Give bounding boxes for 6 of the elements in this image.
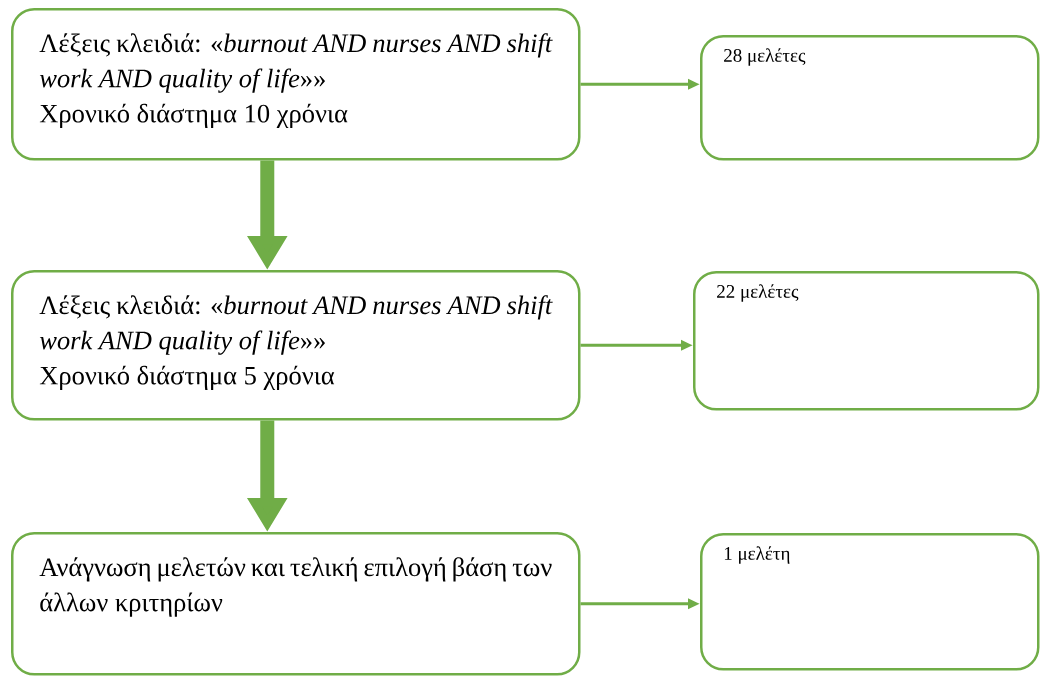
process-box: Ανάγνωση μελετών και τελική επιλογή βάση των άλλων κριτηρίων (11, 532, 581, 676)
process-box: Λέξεις κλειδιά: «burnout AND nurses AND shift work AND quality of life»» Χρονικό διάστημα 10 χρόνια (11, 8, 581, 161)
result-box: 28 μελέτες (700, 35, 1040, 161)
process-box: Λέξεις κλειδιά: «burnout AND nurses AND shift work AND quality of life»» Χρονικό διάστημα 5 χρόνια (11, 270, 581, 421)
result-box: 22 μελέτες (693, 271, 1040, 411)
result-box: 1 μελέτη (700, 533, 1040, 671)
